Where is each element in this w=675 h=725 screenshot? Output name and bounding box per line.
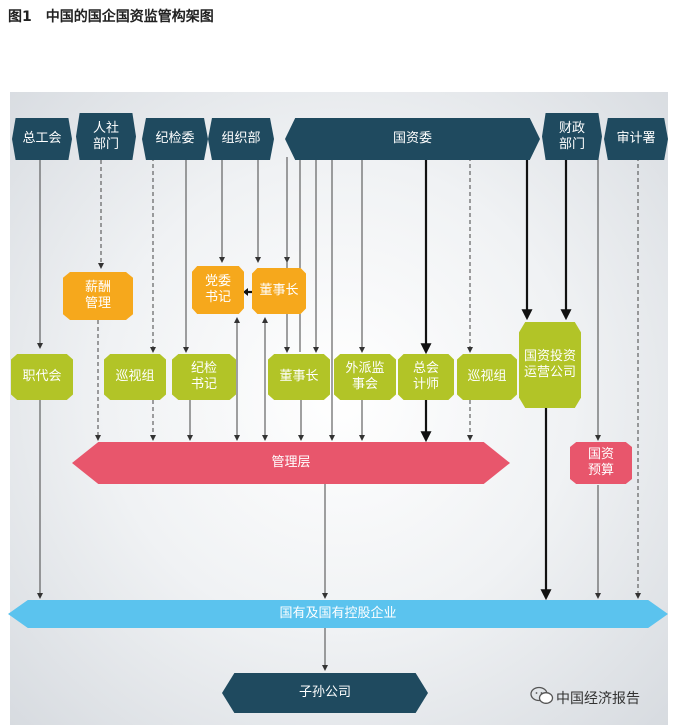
chairman-top-label: 董事长 bbox=[259, 283, 299, 298]
discipline-secretary-label: 纪检书记 bbox=[190, 361, 217, 392]
salary-mgmt-label: 薪酬管理 bbox=[84, 280, 111, 311]
hr-dept-label: 人社部门 bbox=[92, 120, 119, 152]
hr-dept-node: 人社部门 bbox=[76, 113, 136, 160]
union-node: 总工会 bbox=[12, 118, 72, 160]
management-label: 管理层 bbox=[271, 455, 311, 470]
party-secretary-label: 党委书记 bbox=[204, 274, 231, 305]
wechat-icon bbox=[530, 686, 554, 704]
discipline-node: 纪检委 bbox=[142, 118, 208, 160]
chief-accountant-label: 总会计师 bbox=[412, 361, 439, 392]
salary-mgmt-node: 薪酬管理 bbox=[63, 272, 133, 320]
sasac-label: 国资委 bbox=[392, 131, 432, 146]
state-budget-label: 国资预算 bbox=[587, 447, 614, 478]
staff-congress-label: 职代会 bbox=[22, 369, 62, 384]
ops-company-node: 国资投资运营公司 bbox=[519, 322, 581, 408]
supervisory-board-label: 外派监事会 bbox=[345, 361, 385, 392]
finance-dept-label: 财政部门 bbox=[558, 120, 585, 152]
audit-label: 审计署 bbox=[616, 131, 656, 146]
discipline-secretary-node: 纪检书记 bbox=[172, 354, 236, 400]
soe-label: 国有及国有控股企业 bbox=[279, 606, 397, 621]
sasac-node: 国资委 bbox=[285, 118, 540, 160]
finance-dept-node: 财政部门 bbox=[542, 113, 602, 160]
inspection-left-label: 巡视组 bbox=[115, 369, 155, 384]
soe-node: 国有及国有控股企业 bbox=[8, 600, 668, 628]
discipline-label: 纪检委 bbox=[155, 131, 195, 146]
inspection-right-label: 巡视组 bbox=[467, 369, 507, 384]
management-node: 管理层 bbox=[72, 442, 510, 484]
inspection-left-node: 巡视组 bbox=[104, 354, 166, 400]
figure-number: 图1 bbox=[8, 9, 32, 25]
supervisory-board-node: 外派监事会 bbox=[334, 354, 396, 400]
watermark-label: 中国经济报告 bbox=[556, 691, 640, 707]
union-label: 总工会 bbox=[22, 131, 62, 146]
figure-title: 图1 中国的国企国资监管构架图 bbox=[8, 6, 214, 26]
chief-accountant-node: 总会计师 bbox=[398, 354, 454, 400]
org-dept-node: 组织部 bbox=[208, 118, 274, 160]
audit-node: 审计署 bbox=[604, 118, 668, 160]
state-budget-node: 国资预算 bbox=[570, 442, 632, 484]
figure-title-text: 中国的国企国资监管构架图 bbox=[45, 9, 214, 25]
subsidiary-label: 子孙公司 bbox=[298, 685, 351, 700]
subsidiary-node: 子孙公司 bbox=[222, 673, 428, 713]
chairman-top-node: 董事长 bbox=[252, 268, 306, 314]
chairman-label: 董事长 bbox=[279, 369, 319, 384]
chairman-node: 董事长 bbox=[268, 354, 330, 400]
ops-company-label: 国资投资运营公司 bbox=[523, 349, 576, 380]
party-secretary-node: 党委书记 bbox=[192, 266, 244, 314]
staff-congress-node: 职代会 bbox=[11, 354, 73, 400]
org-dept-label: 组织部 bbox=[221, 131, 261, 146]
inspection-right-node: 巡视组 bbox=[457, 354, 517, 400]
